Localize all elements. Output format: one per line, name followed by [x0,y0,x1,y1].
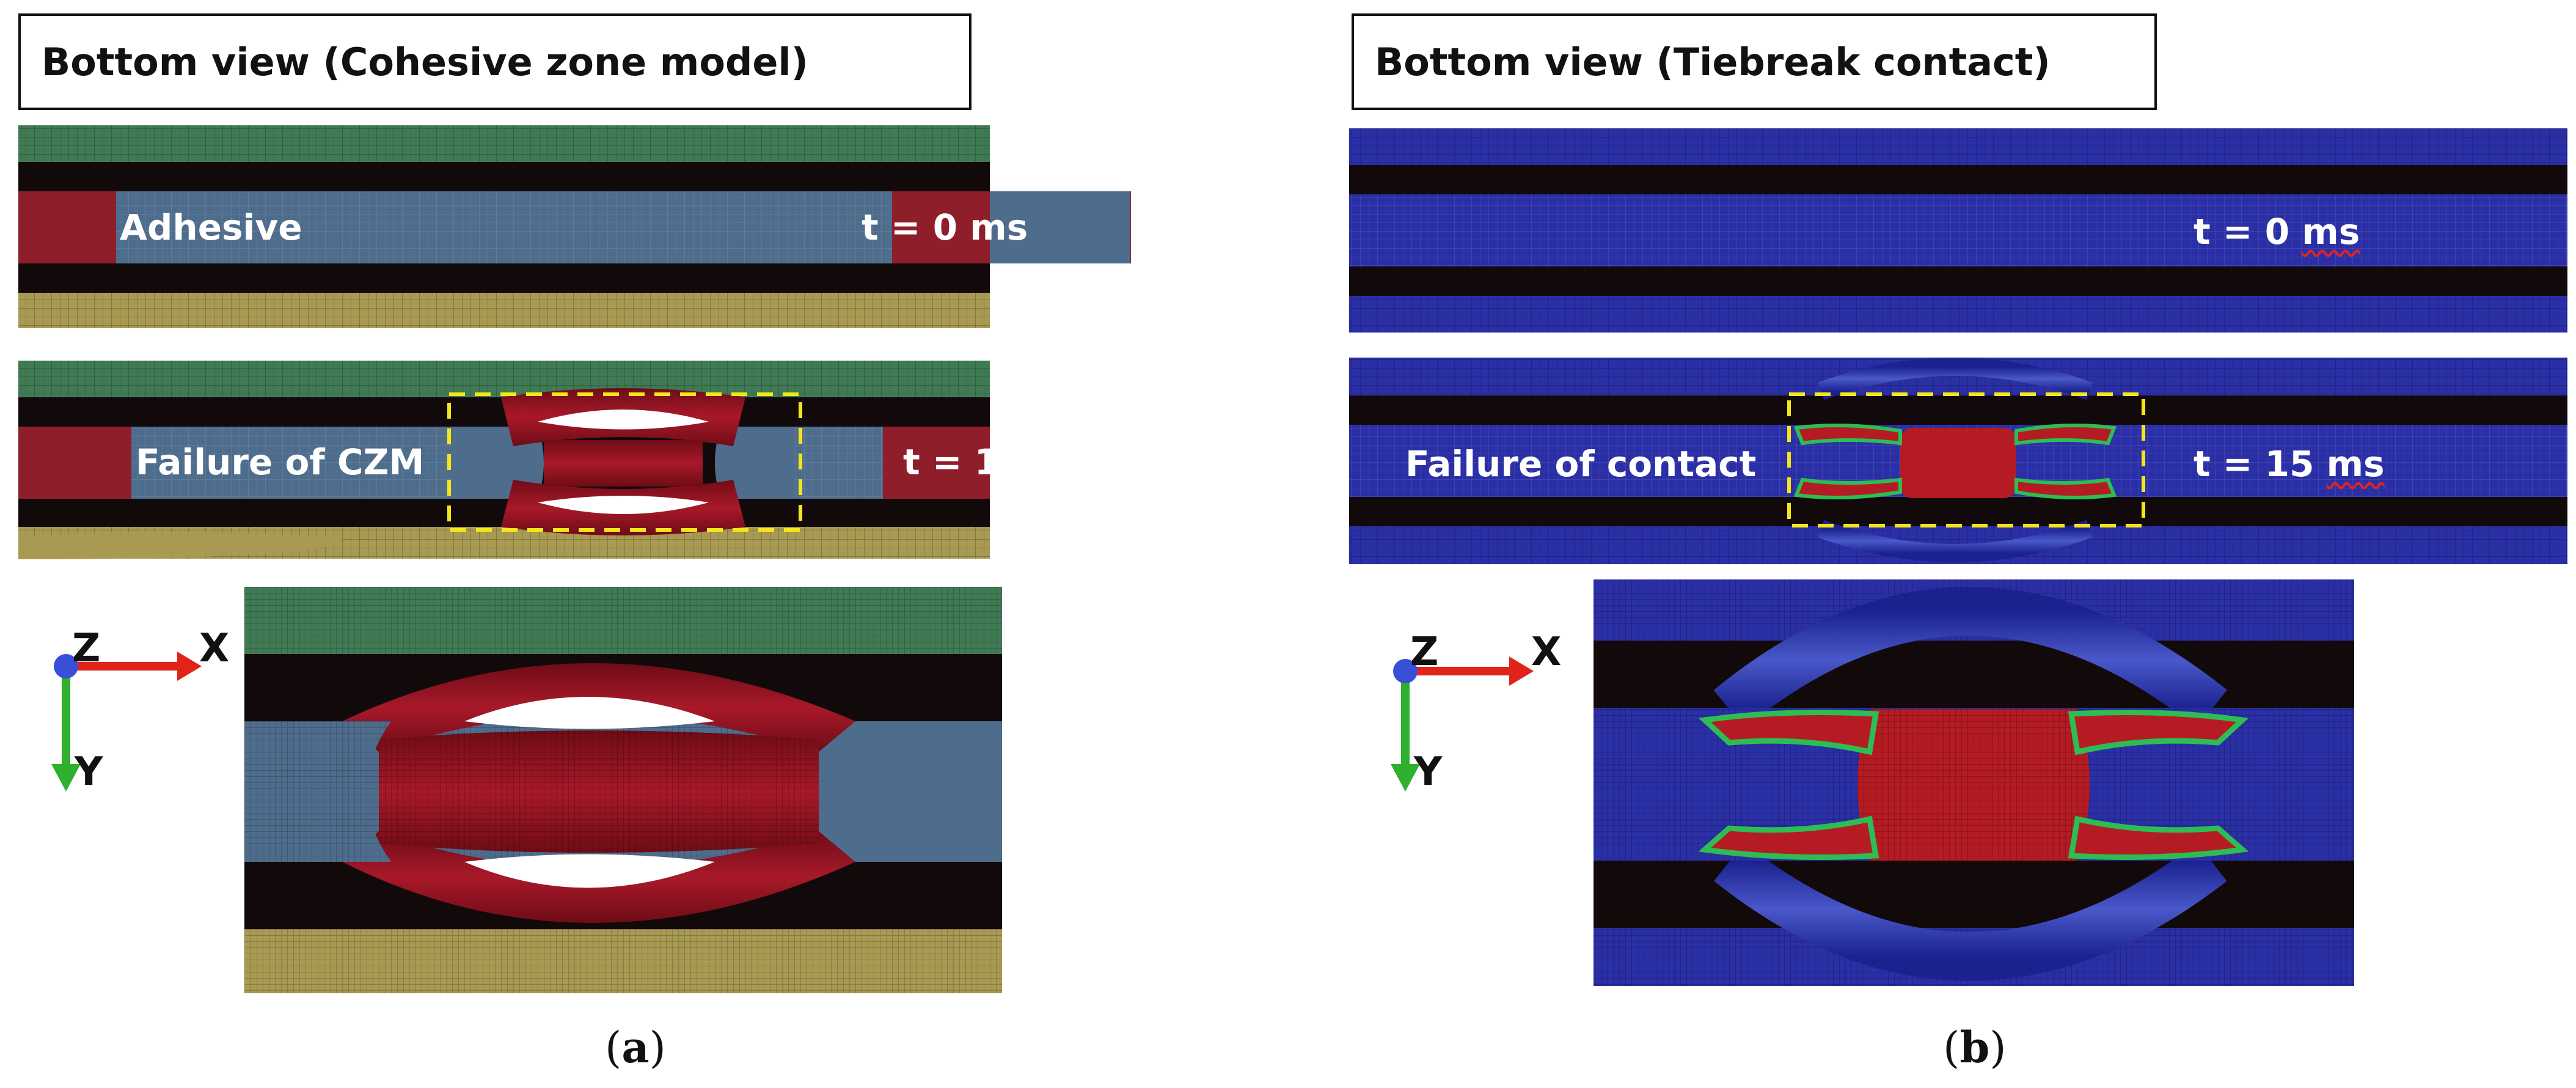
panel-a-caption: (a) [605,1022,666,1073]
panel-a-label-adhesive: Adhesive [120,207,302,248]
panel-b-label-t15: t = 15 ms [2194,443,2385,485]
panel-b-caption-open: ( [1943,1023,1960,1073]
panel-b-label-t15-prefix: t = 15 [2194,443,2327,485]
panel-a-axis-x-label: X [199,626,230,671]
panel-b-label-failure: Failure of contact [1405,443,1757,485]
panel-b-axis-x-label: X [1531,630,1562,675]
panel-b-axis-y-label: Y [1414,749,1443,795]
panel-b-caption: (b) [1943,1022,2007,1073]
panel-a-axis-y-label: Y [75,749,103,795]
panel-a-caption-close: ) [649,1023,666,1073]
panel-a-axis-triad [51,652,202,792]
panel-b-title: Bottom view (Tiebreak contact) [1352,13,2157,110]
panel-b-axis-triad [1391,656,1534,792]
panel-b-label-t0-prefix: t = 0 [2194,211,2302,252]
panel-a-caption-letter: a [621,1022,649,1073]
panel-a-label-failure: Failure of CZM [136,441,425,483]
panel-b-axis-z-label: Z [1410,630,1439,675]
panel-a-axis-z-label: Z [72,626,101,671]
panel-a-title: Bottom view (Cohesive zone model) [18,13,971,110]
panel-b-label-t0: t = 0 ms [2194,211,2360,252]
panel-b-caption-close: ) [1989,1023,2007,1073]
panel-a-label-t0: t = 0 ms [862,207,1028,248]
panel-a-label-t15: t = 15 ms [903,441,1094,483]
panel-b-label-t15-unit: ms [2326,443,2385,485]
panel-b-caption-letter: b [1959,1022,1990,1073]
panel-b-label-t0-unit: ms [2302,211,2360,252]
panel-a-caption-open: ( [605,1023,622,1073]
